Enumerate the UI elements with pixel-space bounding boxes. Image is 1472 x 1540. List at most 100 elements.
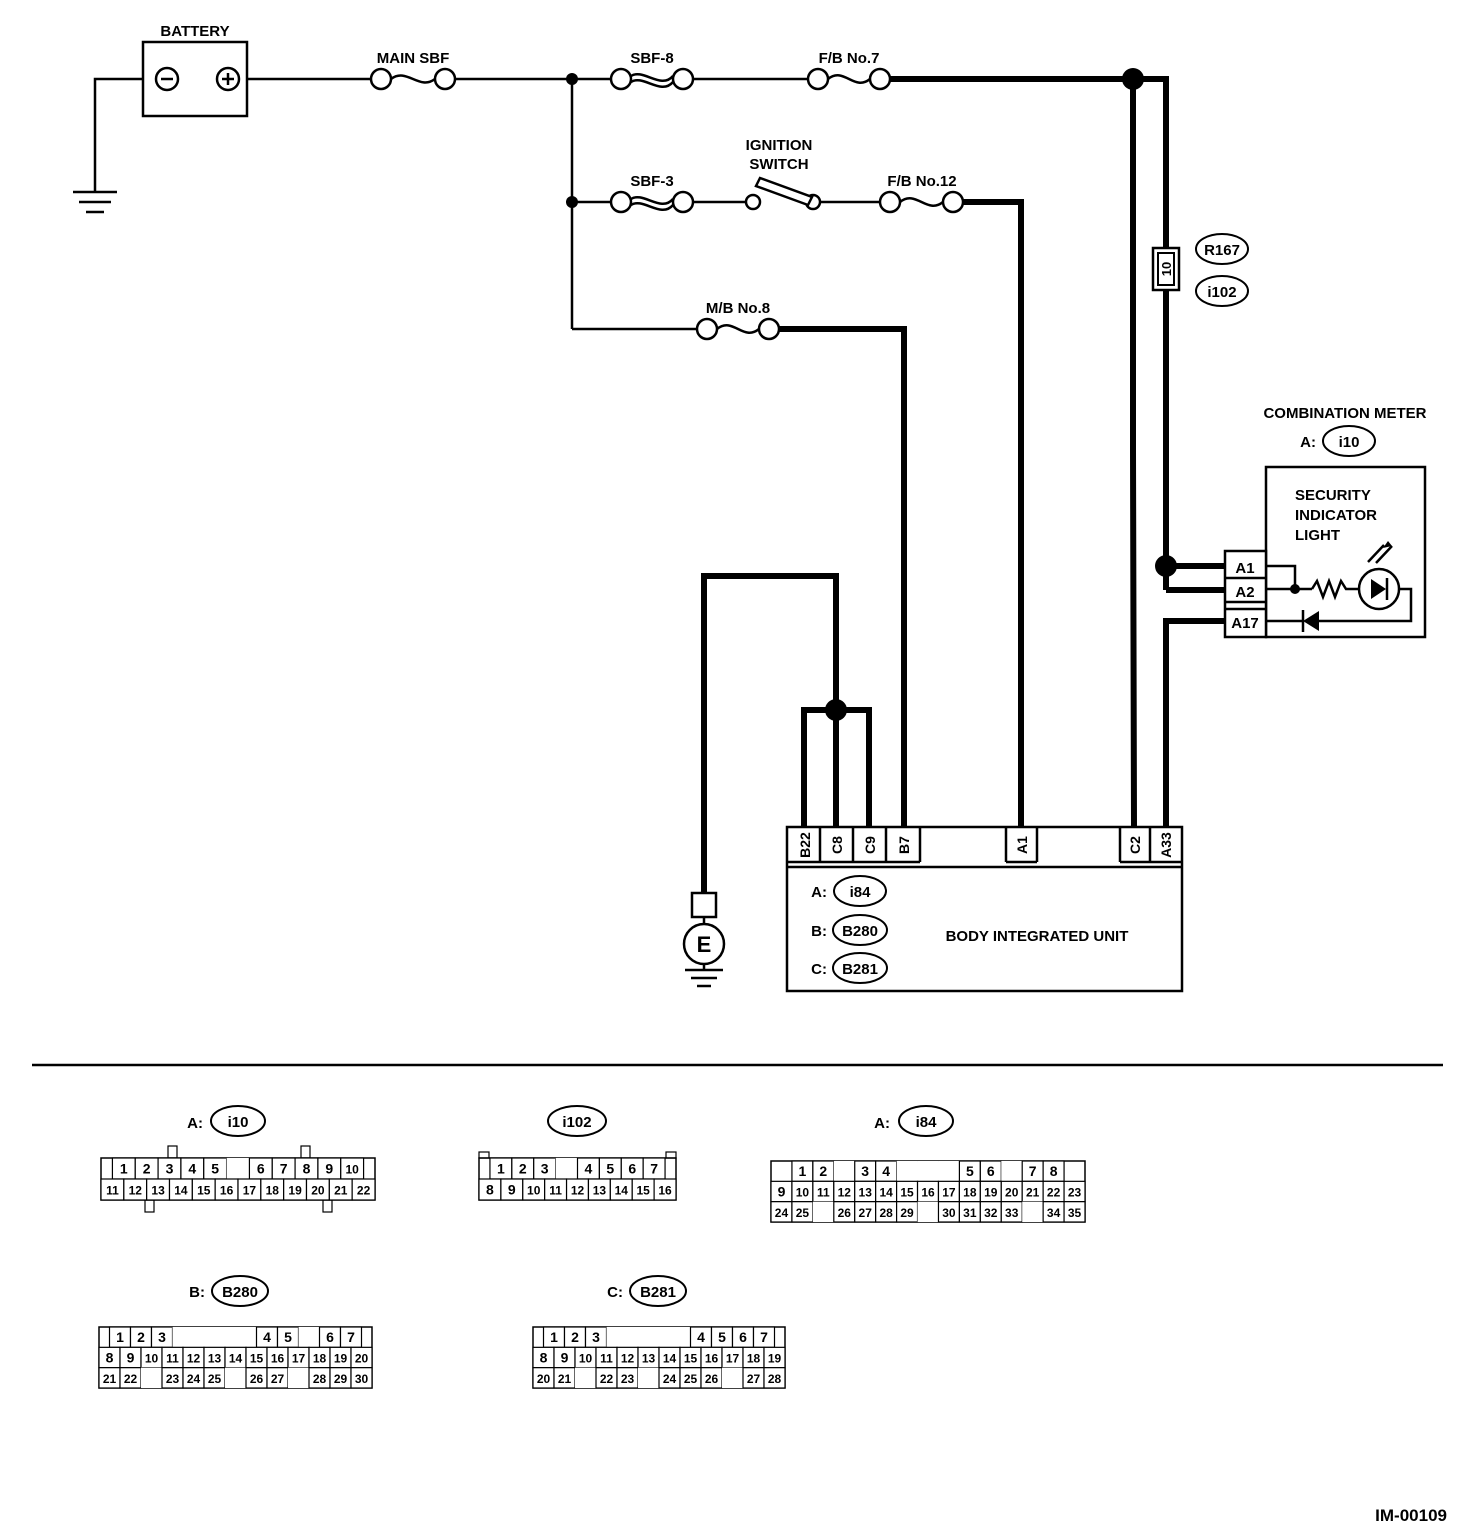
connector-pin-number: 13 [151,1184,165,1198]
connector-pin-number: 7 [760,1329,768,1345]
fuse-sbf-8: SBF-8 [609,50,695,91]
connector-pin-cell [214,1327,236,1348]
biu-conn-b: B280 [842,923,878,940]
connector-pin-number: 21 [103,1372,117,1386]
connector-pin-cell [627,1327,649,1348]
biu-pin-a1: A1 [1014,836,1030,854]
connector-pin-cell [638,1367,659,1388]
connector-pin-number: 30 [942,1206,956,1220]
connector-pin-number: 18 [313,1352,327,1366]
fb7-label: F/B No.7 [819,50,880,67]
connector-pin-number: 5 [718,1329,726,1345]
fb12-label: F/B No.12 [887,173,956,190]
connector-view-prefix: A: [874,1115,890,1132]
connector-pin-number: 6 [326,1329,334,1345]
connector-pin-cell [722,1367,743,1388]
connector-pin-number: 20 [1005,1186,1019,1200]
connector-pin-number: 6 [739,1329,747,1345]
connector-pin-number: 14 [879,1186,893,1200]
connector-pin-number: 8 [486,1182,494,1198]
biu-pin-b22: B22 [797,832,813,858]
connector-pin-number: 8 [106,1350,114,1366]
connector-pin-number: 28 [313,1372,327,1386]
connector-pin-number: 14 [229,1352,243,1366]
security-label-3: LIGHT [1295,527,1340,544]
connector-pin-cell [648,1327,670,1348]
connector-pin-number: 3 [166,1161,174,1177]
connector-pin-number: 1 [116,1329,124,1345]
connector-pin-number: 5 [966,1163,974,1179]
connector-pin-cell [350,1367,373,1389]
ground-point-e: E [682,891,726,988]
connector-pin-number: 27 [859,1206,873,1220]
connector-pin-number: 22 [600,1372,614,1386]
body-integrated-unit: B22 C8 C9 B7 A1 C2 A33 A: i84 B: B280 C:… [785,825,1184,993]
connector-pin-number: 16 [705,1352,719,1366]
connector-pin-number: 12 [129,1184,143,1198]
connector-pin-number: 19 [334,1352,348,1366]
connector-pin-number: 12 [187,1352,201,1366]
connector-pin-number: 2 [571,1329,579,1345]
connector-pin-number: 12 [838,1186,852,1200]
biu-pin-b7: B7 [896,836,912,854]
connector-pin-number: 17 [243,1184,257,1198]
connector-pin-number: 18 [266,1184,280,1198]
fuse-fb-12: F/B No.12 [878,173,965,214]
connector-pin-number: 29 [900,1206,914,1220]
connector-pin-number: 17 [726,1352,740,1366]
connector-pin-number: 9 [778,1184,786,1200]
connector-pin-number: 17 [292,1352,306,1366]
connector-pin-number: 32 [984,1206,998,1220]
sbf8-label: SBF-8 [630,50,673,67]
connector-pin-number: 18 [963,1186,977,1200]
connector-view-prefix: A: [187,1115,203,1132]
connector-pin-number: 14 [174,1184,188,1198]
connector-pin-cell [1001,1161,1023,1182]
fuse-sbf-3: SBF-3 [609,173,695,214]
connector-pin-number: 23 [1068,1186,1082,1200]
connector-pin-number: 13 [642,1352,656,1366]
connector-pin-cell [235,1327,257,1348]
connector-pin-number: 6 [257,1161,265,1177]
connector-pin-number: 11 [549,1184,562,1198]
connector-pin-number: 13 [859,1186,873,1200]
connector-pin-number: 2 [137,1329,145,1345]
connector-pin-number: 7 [280,1161,288,1177]
connector-pin-number: 7 [347,1329,355,1345]
inline-connector-10: 10 R167 i102 [1151,233,1249,307]
battery: BATTERY [141,23,249,118]
connector-pin-number: 3 [861,1163,869,1179]
biu-conn-b-prefix: B: [811,923,827,940]
connector-pin-number: 30 [355,1372,369,1386]
connector-pin-number: 19 [984,1186,998,1200]
connector-pin-number: 25 [796,1206,810,1220]
connector-pin-number: 28 [768,1372,782,1386]
connector-pin-cell [812,1201,834,1222]
connector-view-name: i102 [562,1114,591,1131]
pin-a17: A17 [1231,615,1259,632]
connector-view-prefix: C: [607,1284,623,1301]
connector-pin-number: 35 [1068,1206,1082,1220]
biu-pin-c9: C9 [862,836,878,854]
connector-pin-number: 25 [684,1372,698,1386]
connector-pin-number: 23 [621,1372,635,1386]
connector-view-name: i84 [916,1114,938,1131]
connector-pin-number: 8 [1050,1163,1058,1179]
connector-view-name: B280 [222,1284,258,1301]
connector-pin-cell [141,1367,162,1388]
connector-pin-number: 9 [325,1161,333,1177]
connector-pin-number: 15 [197,1184,211,1198]
connector-pin-number: 14 [663,1352,677,1366]
security-label-1: SECURITY [1295,487,1371,504]
fuse-mb-8: M/B No.8 [695,300,781,341]
connector-pin-cell [1063,1201,1086,1223]
combination-meter-label: COMBINATION METER [1263,405,1426,422]
ignition-label-1: IGNITION [746,137,813,154]
r167-label: R167 [1204,242,1240,259]
